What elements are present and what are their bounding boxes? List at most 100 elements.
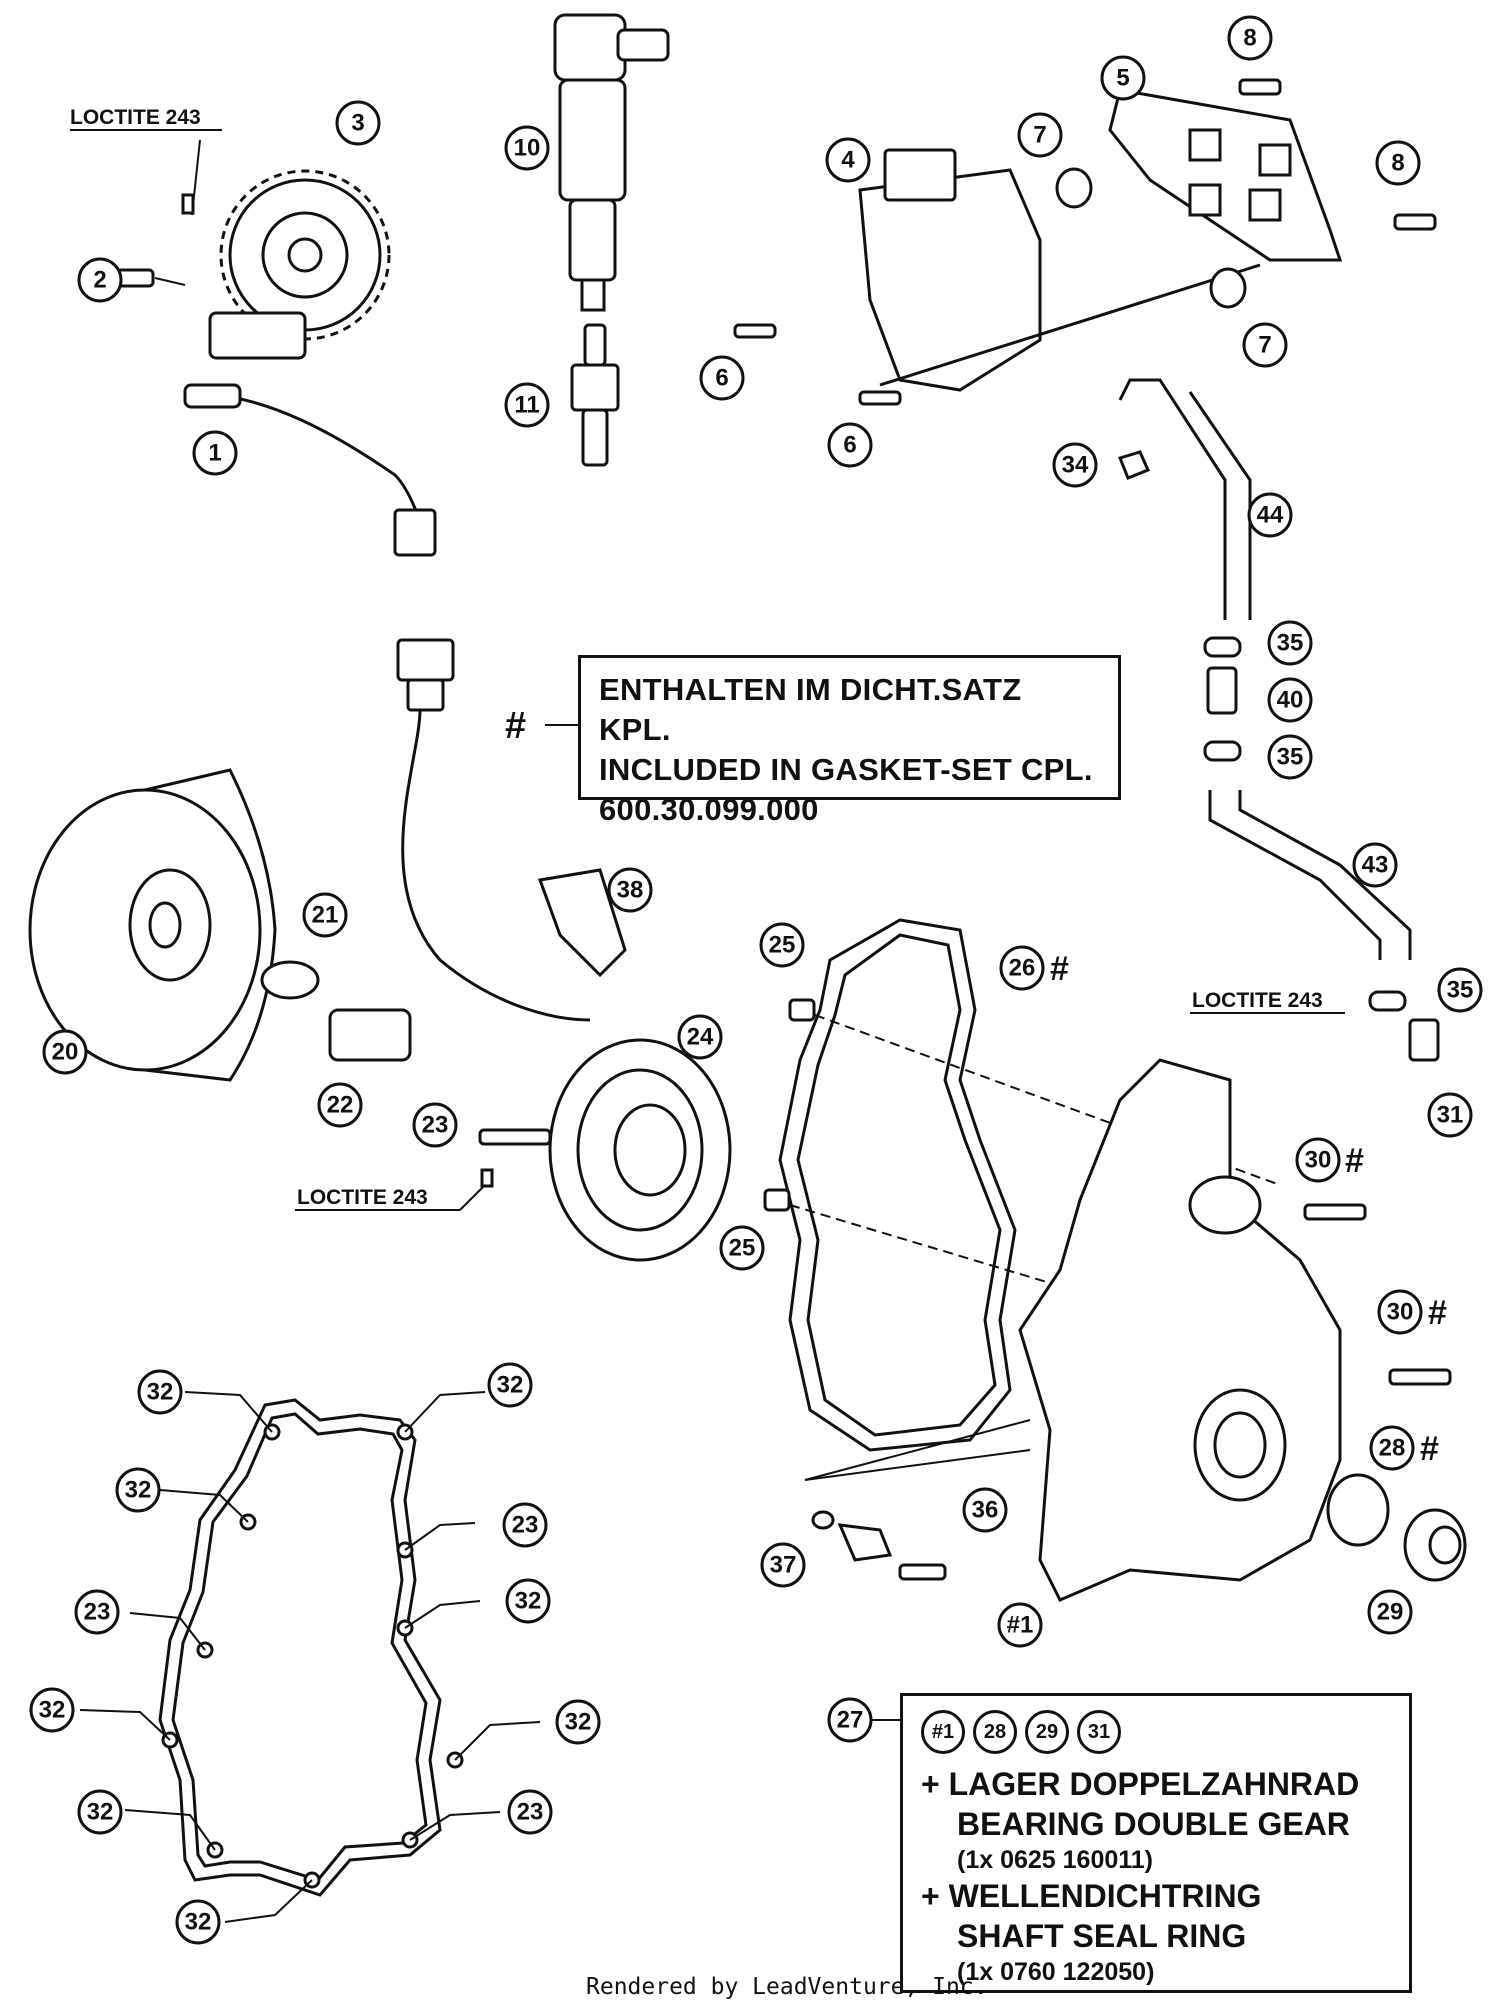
svg-text:32: 32: [147, 1379, 174, 1406]
callout-27: 27: [827, 1697, 873, 1743]
callout-23b: 23: [502, 1502, 548, 1548]
callout-25b: 25: [719, 1225, 765, 1271]
kit-ref-callouts: #1 28 29 31: [921, 1710, 1391, 1754]
svg-text:40: 40: [1277, 687, 1304, 714]
callout-10: 10: [504, 125, 550, 171]
ignition-cover: [1018, 1058, 1342, 1602]
callout-23c: 23: [74, 1589, 120, 1635]
kit-line-6: (1x 0760 122050): [957, 1958, 1155, 1986]
screw-30a: [1303, 1203, 1367, 1221]
svg-text:36: 36: [972, 1497, 999, 1524]
callout-4: 4: [825, 137, 871, 183]
gasket-set-marker: #: [505, 705, 527, 747]
callout-6b: 6: [827, 422, 873, 468]
callout-21: 21: [302, 892, 348, 938]
callout-22: 22: [317, 1082, 363, 1128]
callout-38: 38: [607, 867, 653, 913]
guide-36: [837, 1523, 893, 1562]
svg-text:26: 26: [1009, 955, 1036, 982]
washer-21: [260, 960, 320, 1000]
svg-text:#: #: [1420, 1430, 1439, 1468]
callout-32e: 32: [29, 1687, 75, 1733]
svg-text:#: #: [1345, 1142, 1364, 1180]
stator-cable: [401, 709, 591, 1022]
svg-text:23: 23: [84, 1599, 111, 1626]
svg-text:#: #: [1050, 950, 1069, 988]
callout-37: 37: [760, 1542, 806, 1588]
grommet-7a: [1055, 167, 1093, 209]
dowel-25b: [763, 1188, 791, 1212]
callout-32f: 32: [555, 1699, 601, 1745]
svg-text:#1: #1: [1007, 1612, 1034, 1639]
svg-text:#: #: [1428, 1294, 1447, 1332]
kit-line-4: + WELLENDICHTRING: [921, 1878, 1262, 1914]
trigger-wheel-group: [113, 139, 437, 557]
svg-text:32: 32: [125, 1477, 152, 1504]
svg-text:32: 32: [565, 1709, 592, 1736]
hose-43: [1208, 790, 1382, 960]
callout-32b: 32: [487, 1362, 533, 1408]
callout-20: 20: [42, 1029, 88, 1075]
screw-31: [1408, 1018, 1440, 1062]
outline-gasket-group: [79, 1391, 541, 1923]
callout-32a: 32: [137, 1369, 183, 1415]
callout-25a: 25: [759, 922, 805, 968]
svg-text:30: 30: [1387, 1299, 1414, 1326]
sensor-bracket: [208, 311, 307, 360]
ignition-coil-head: [553, 13, 627, 82]
callout-36: 36: [962, 1487, 1008, 1533]
mounting-bracket: [1108, 88, 1343, 262]
kit-line-5: SHAFT SEAL RING: [957, 1918, 1247, 1954]
svg-text:25: 25: [769, 932, 796, 959]
flywheel-group: [28, 768, 412, 1082]
clamp-35c: [1368, 990, 1407, 1012]
svg-text:11: 11: [514, 392, 539, 419]
svg-text:32: 32: [515, 1588, 542, 1615]
ignition-coil-body: [558, 78, 627, 202]
cover-gasket: [778, 918, 1017, 1452]
gasket-note-part-number: 600.30.099.000: [599, 792, 819, 827]
kit-line-1: + LAGER DOPPELZAHNRAD: [921, 1766, 1360, 1802]
screw-8b: [1393, 213, 1437, 231]
callout-32d: 32: [505, 1578, 551, 1624]
svg-text:27: 27: [837, 1707, 864, 1734]
svg-text:1: 1: [208, 440, 221, 467]
svg-text:30: 30: [1305, 1147, 1332, 1174]
kit-ref-3: 29: [1025, 1710, 1069, 1754]
breather-hose-group: [1117, 378, 1440, 1062]
ignition-coil-group: [553, 13, 670, 467]
callout-34: 34: [1052, 442, 1098, 488]
svg-text:25: 25: [729, 1235, 756, 1262]
svg-text:35: 35: [1277, 630, 1304, 657]
spark-plug: [583, 323, 607, 367]
hash-marks: # # # #: [1050, 950, 1447, 1468]
kit-line-2: BEARING DOUBLE GEAR: [957, 1806, 1350, 1842]
svg-text:3: 3: [351, 110, 364, 137]
svg-text:35: 35: [1277, 744, 1304, 771]
svg-text:4: 4: [841, 147, 855, 174]
screw-23: [478, 1128, 552, 1146]
kit-ref-4: 31: [1077, 1710, 1121, 1754]
callout-40: 40: [1267, 677, 1313, 723]
svg-text:23: 23: [422, 1112, 449, 1139]
callout-hash-1: #1: [997, 1602, 1043, 1648]
callout-23: 23: [412, 1102, 458, 1148]
svg-text:32: 32: [87, 1799, 114, 1826]
svg-text:43: 43: [1362, 852, 1389, 879]
svg-text:2: 2: [93, 267, 106, 294]
outline-gasket: [158, 1398, 442, 1897]
callout-35a: 35: [1267, 620, 1313, 666]
svg-text:37: 37: [770, 1552, 797, 1579]
callout-7b: 7: [1242, 322, 1288, 368]
callout-35b: 35: [1267, 734, 1313, 780]
svg-text:8: 8: [1391, 150, 1404, 177]
callout-44: 44: [1247, 492, 1293, 538]
svg-text:5: 5: [1116, 65, 1129, 92]
kit-ref-2: 28: [973, 1710, 1017, 1754]
callout-1: 1: [192, 430, 238, 476]
svg-text:8: 8: [1243, 25, 1256, 52]
svg-text:35: 35: [1447, 977, 1474, 1004]
svg-text:32: 32: [497, 1372, 524, 1399]
svg-text:32: 32: [39, 1697, 66, 1724]
